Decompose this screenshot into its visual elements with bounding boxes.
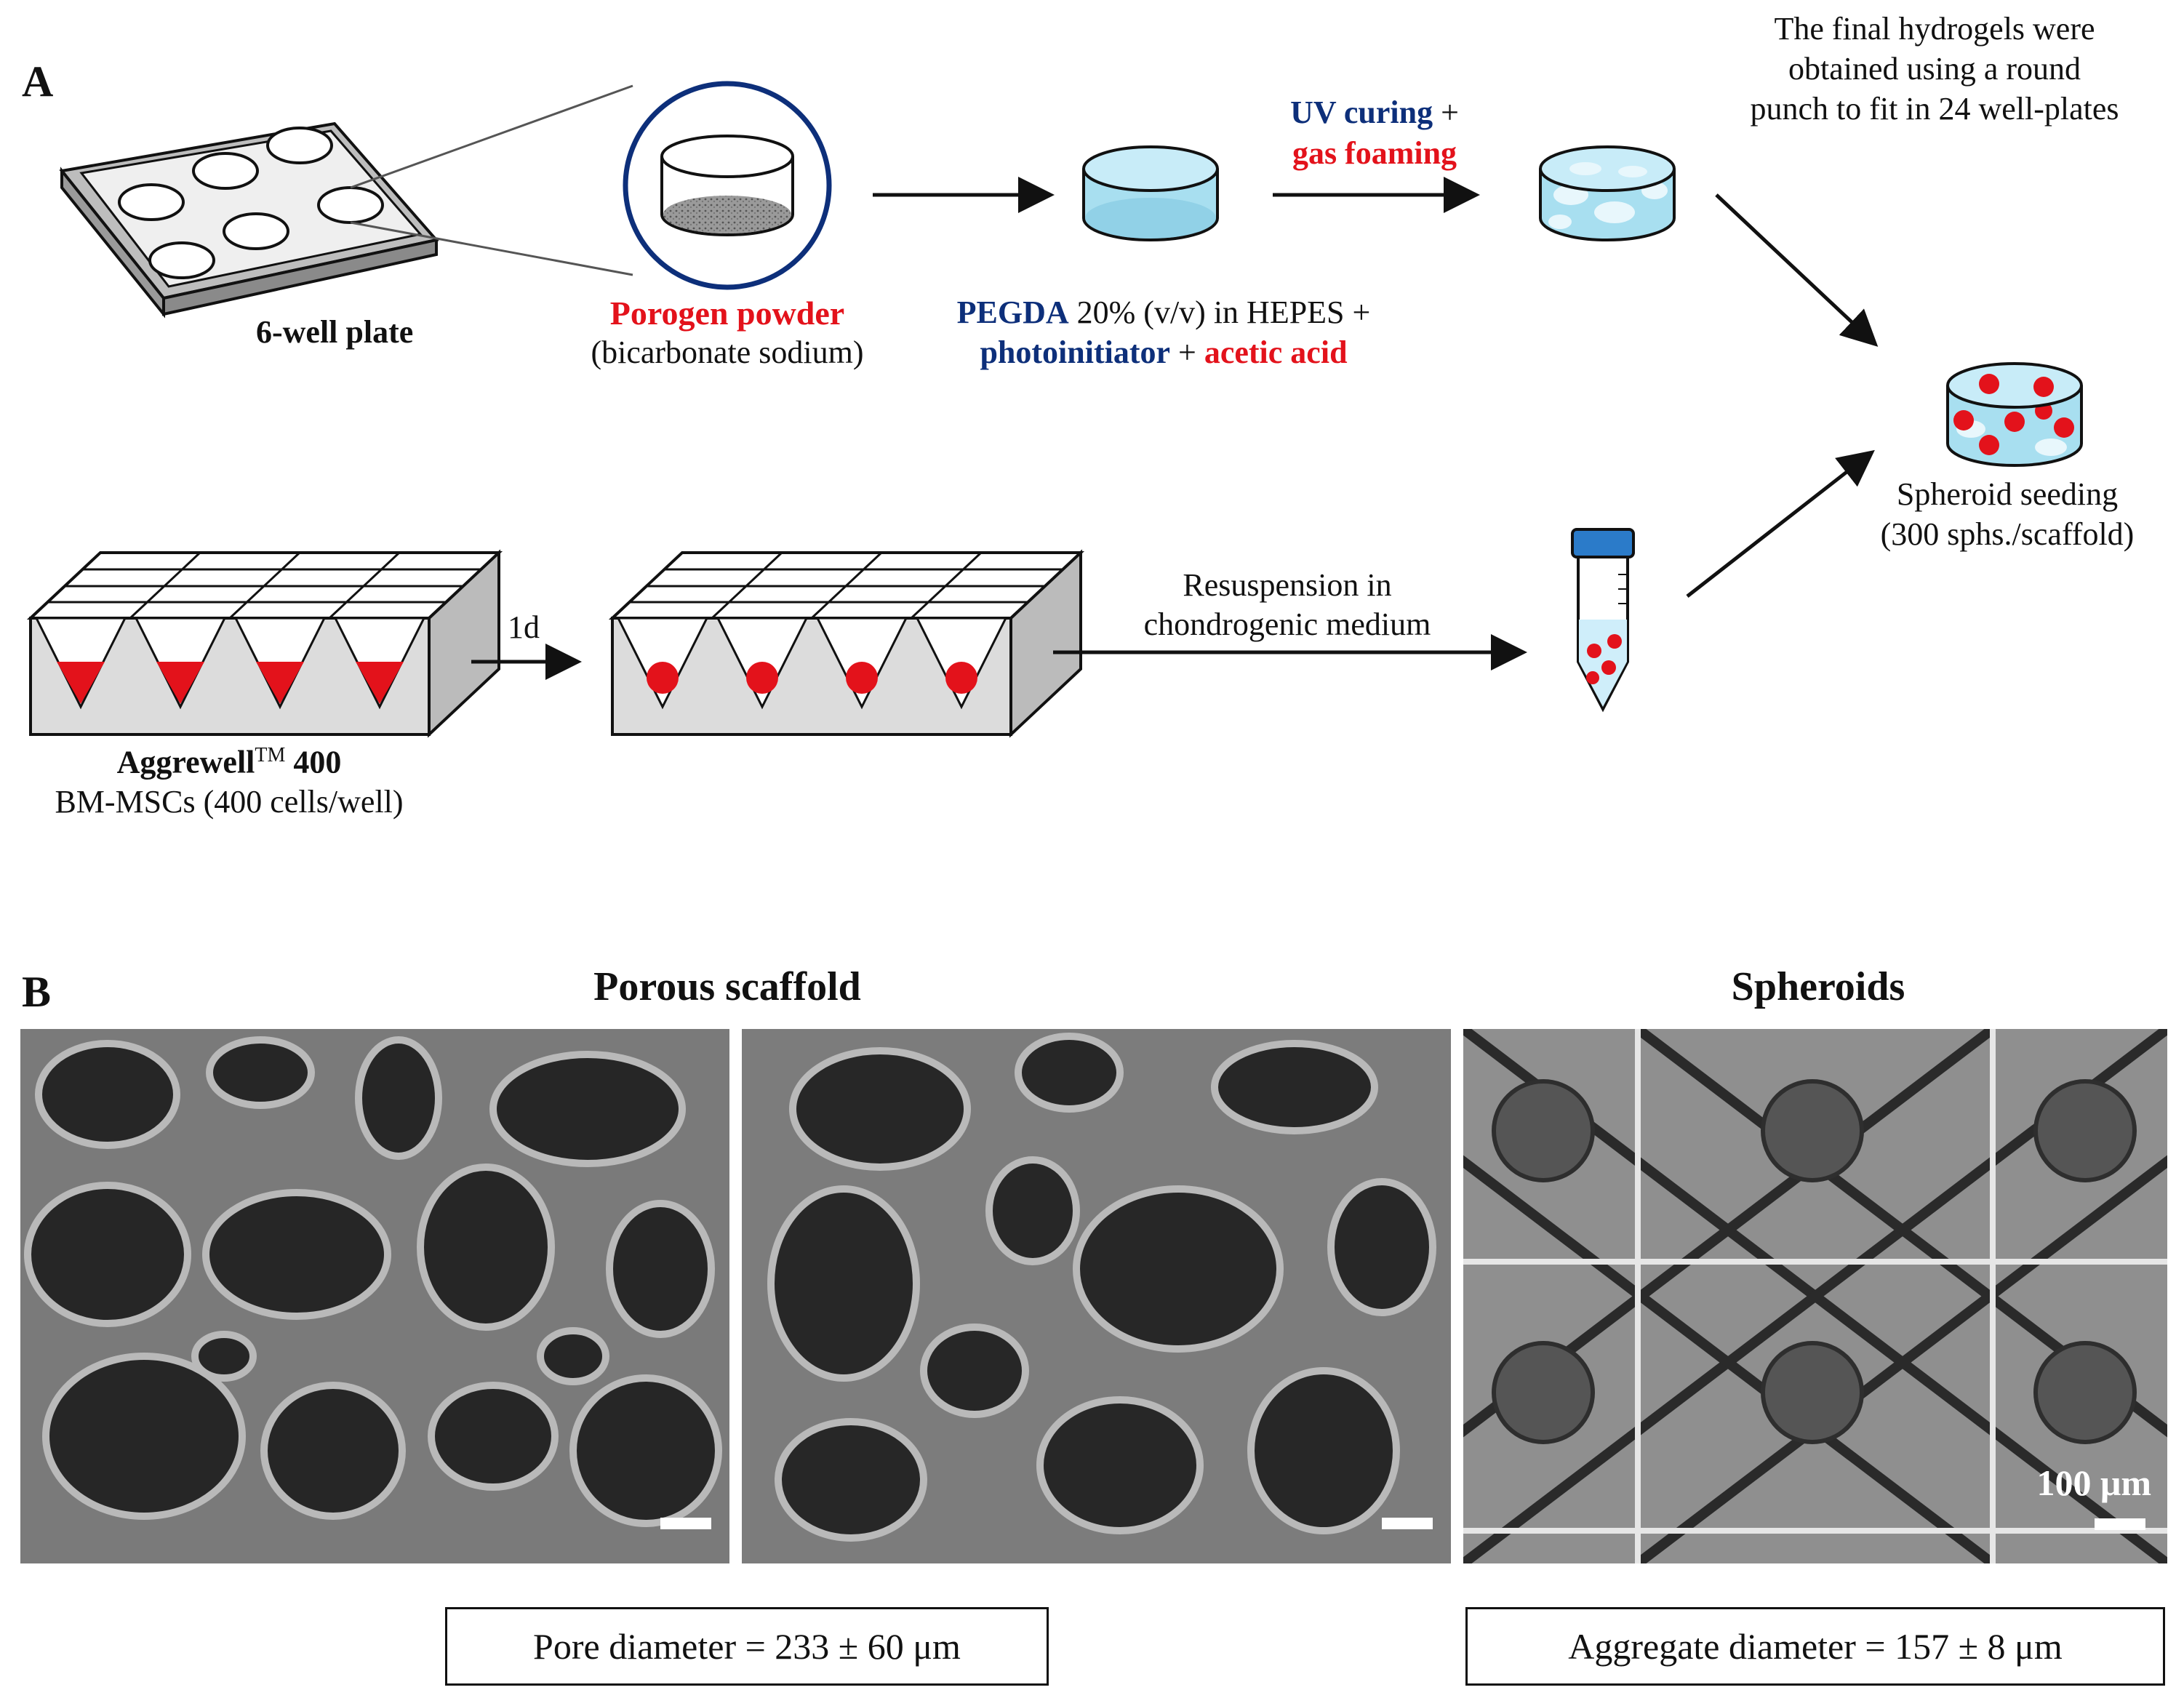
aggrewell-label: Aggrewell (116, 744, 255, 780)
plate-label: 6-well plate (256, 314, 414, 350)
aggrewell-tm: TM (255, 744, 286, 766)
final-hydrogels-line1: The final hydrogels were (1774, 11, 2095, 47)
uv-curing-line: UV curing + (1251, 95, 1498, 132)
acetic-acid-label: acetic acid (1204, 335, 1348, 370)
photoinitiator-line: photoinitiator + acetic acid (909, 335, 1418, 372)
pore-diameter-box: Pore diameter = 233 ± 60 μm (445, 1607, 1049, 1686)
gas-foaming-label: gas foaming (1292, 135, 1457, 171)
plus-sign: + (1170, 335, 1204, 370)
pegda-rest: 20% (v/v) in HEPES + (1068, 295, 1371, 330)
aggrewell-spheroids-icon (608, 549, 1085, 738)
photoinitiator-label: photoinitiator (980, 335, 1171, 370)
day-label: 1d (508, 609, 540, 645)
sem-image-2 (742, 1029, 1451, 1563)
pegda-line: PEGDA 20% (v/v) in HEPES + (909, 295, 1418, 332)
panel-letter-b: B (22, 968, 52, 1016)
pegda-disc-icon (1082, 145, 1219, 241)
sem-image-1 (20, 1029, 729, 1563)
final-hydrogels-line3: punch to fit in 24 well-plates (1750, 91, 2119, 127)
porogen-zoom-icon (623, 81, 832, 290)
porogen-title: Porogen powder (609, 295, 845, 332)
aggregate-diameter-box: Aggregate diameter = 157 ± 8 μm (1465, 1607, 2165, 1686)
tube-icon (1571, 528, 1635, 713)
zoom-line-bottom (350, 221, 633, 276)
arrow-seeding (1686, 449, 1875, 598)
aggrewell-number: 400 (285, 744, 342, 780)
seeding-line1: Spheroid seeding (1896, 476, 2119, 512)
seeding-line2: (300 sphs./scaffold) (1880, 516, 2135, 552)
six-well-plate-icon (59, 121, 439, 319)
aggrewell-subtitle: BM-MSCs (400 cells/well) (55, 784, 404, 820)
porous-hydrogel-icon (1539, 145, 1676, 241)
arrow-3 (1715, 193, 1879, 347)
seeded-scaffold-icon (1946, 362, 2083, 467)
uv-curing-label: UV curing (1290, 95, 1433, 130)
final-hydrogels-line2: obtained using a round (1788, 51, 2081, 87)
resuspension-line1: Resuspension in (1183, 567, 1392, 603)
uv-plus: + (1433, 95, 1459, 130)
aggrewell-plate-icon (26, 549, 503, 738)
porogen-subtitle: (bicarbonate sodium) (591, 335, 864, 370)
spheroids-title: Spheroids (1731, 964, 1905, 1009)
scale-bar-label: 100 μm (2036, 1462, 2152, 1503)
porous-scaffold-title: Porous scaffold (593, 964, 861, 1009)
panel-letter-a: A (22, 57, 54, 105)
aggrewell-name: AggrewellTM 400 (15, 744, 444, 781)
zoom-line-top (350, 84, 633, 189)
spheroid-microscope-image: 100 μm (1463, 1029, 2167, 1563)
pegda-label: PEGDA (956, 295, 1069, 330)
resuspension-line2: chondrogenic medium (1143, 606, 1431, 642)
